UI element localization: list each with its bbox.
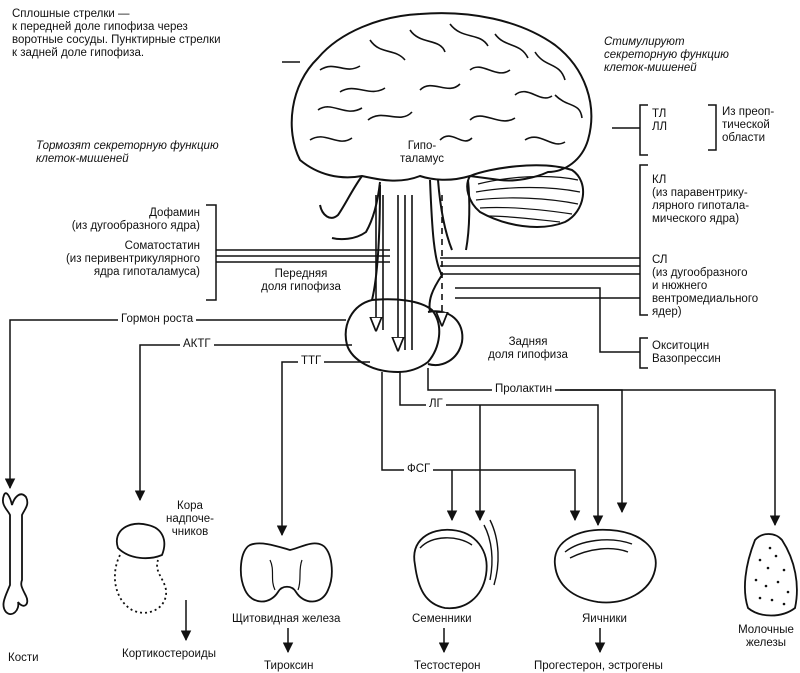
posterior-pituitary-label: Задняя доля гипофиза xyxy=(488,336,568,361)
lg-label: ЛГ xyxy=(426,398,446,411)
kidney xyxy=(113,554,167,614)
note-solid-dashed: Сплошные стрелки — к передней доле гипоф… xyxy=(12,8,221,59)
bone xyxy=(2,492,29,615)
progesterone-label: Прогестерон, эстрогены xyxy=(534,660,663,672)
ovary xyxy=(554,528,657,604)
testes-label: Семенники xyxy=(412,613,472,625)
anterior-lobe xyxy=(344,298,441,374)
mammary-label: Молочные железы xyxy=(738,624,794,649)
note-stimulate: Стимулируют секреторную функцию клеток-м… xyxy=(604,36,729,74)
ttg-label: ТТГ xyxy=(298,355,325,368)
dopamine-label: Дофамин (из дугообразного ядра) xyxy=(71,207,200,232)
actg-label: АКТГ xyxy=(180,338,214,351)
posterior-hormones-label: Окситоцин Вазопрессин xyxy=(652,340,721,365)
bones-label: Кости xyxy=(8,652,39,664)
posterior-lobe xyxy=(427,310,464,366)
brainstem xyxy=(437,179,471,251)
optic-region xyxy=(319,175,381,241)
brain-outline xyxy=(290,12,593,182)
adrenal-cortex-label: Кора надпоче- чников xyxy=(165,500,215,538)
cerebellum-folia xyxy=(475,175,581,223)
adrenal xyxy=(115,522,166,560)
corticosteroids-label: Кортикостероиды xyxy=(122,648,216,660)
kl-label: КЛ (из паравентрику- лярного гипотала- м… xyxy=(652,174,750,225)
thyroid xyxy=(239,542,333,603)
cerebellum xyxy=(466,164,585,228)
growth-hormone-label: Гормон роста xyxy=(118,313,197,326)
somatostatin-label: Соматостатин (из перивентрикулярного ядр… xyxy=(65,240,200,278)
note-inhibit: Тормозят секреторную функцию клеток-мише… xyxy=(36,140,219,165)
testosterone-label: Тестостерон xyxy=(414,660,481,672)
tl-ll-label: ТЛ ЛЛ xyxy=(652,108,668,133)
hypothalamus-label: Гипо- таламус xyxy=(399,140,445,165)
brain-gyri xyxy=(309,23,583,145)
sl-label: СЛ (из дугообразного и нюжнего вентромед… xyxy=(652,254,759,318)
thyroxine-label: Тироксин xyxy=(264,660,314,672)
fsg-label: ФСГ xyxy=(404,463,434,476)
mammary xyxy=(744,533,798,617)
prolactin-label: Пролактин xyxy=(492,383,556,396)
preoptic-label: Из преоп- тической области xyxy=(722,106,775,144)
testis xyxy=(413,528,488,610)
ovaries-label: Яичники xyxy=(582,613,627,625)
thyroid-label: Щитовидная железа xyxy=(232,613,341,625)
anterior-pituitary-label: Передняя доля гипофиза xyxy=(261,268,341,293)
